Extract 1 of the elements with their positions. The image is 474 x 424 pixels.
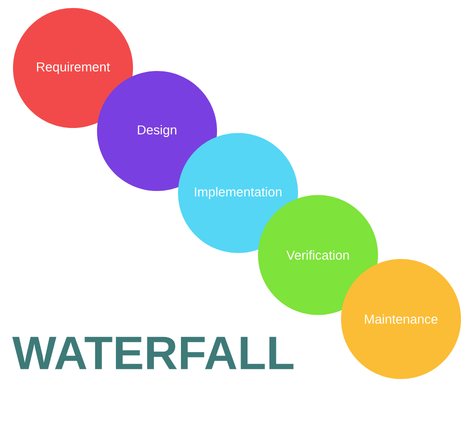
title: WATERFALL	[12, 336, 294, 370]
